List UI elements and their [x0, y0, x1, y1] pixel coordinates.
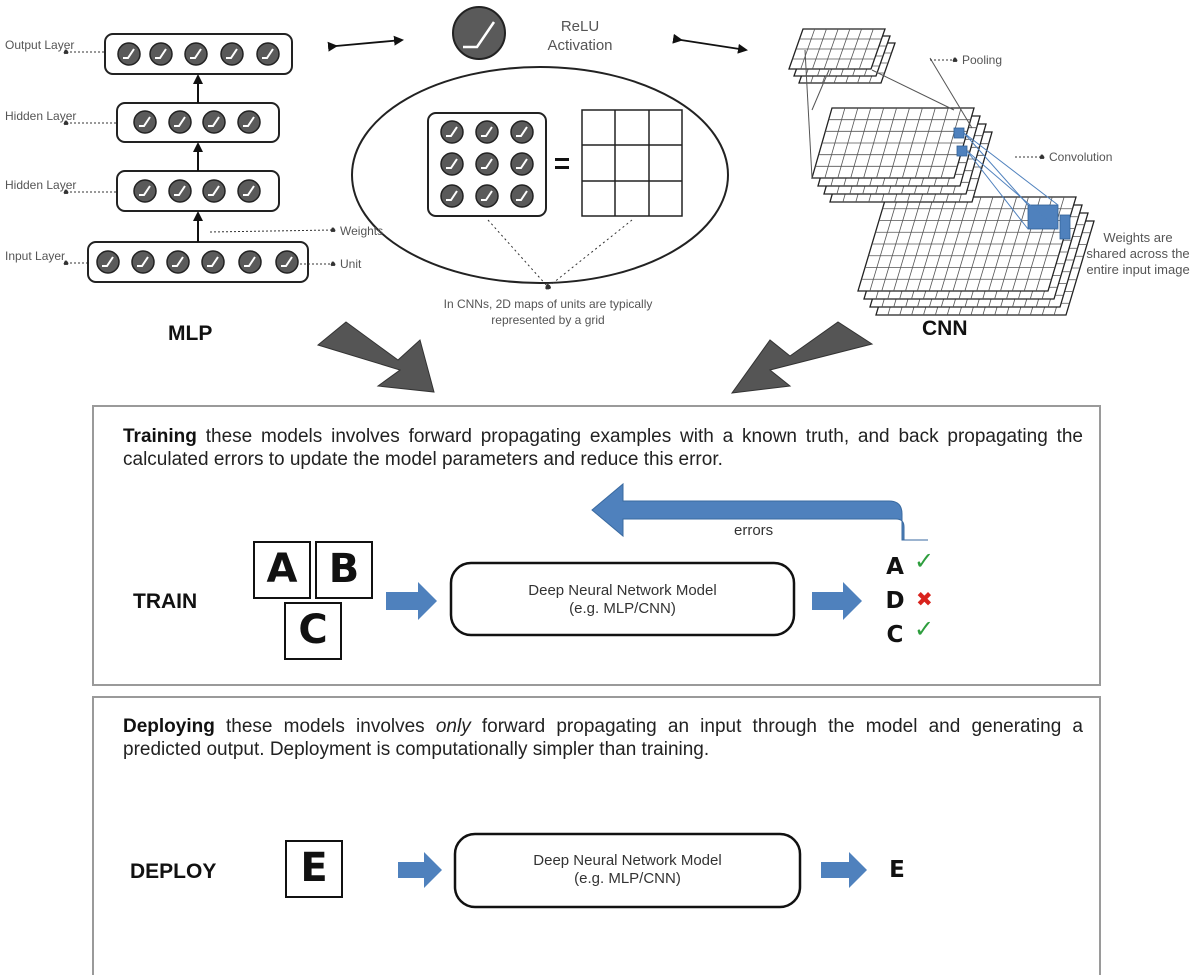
- deploy-heading-mid1: these models involves: [214, 716, 436, 737]
- deploy-model-box: [453, 832, 802, 909]
- cnn-conv-map: [811, 107, 975, 179]
- train-output-letter-2: D: [885, 588, 905, 614]
- train-model-text: Deep Neural Network Model (e.g. MLP/CNN): [451, 582, 794, 618]
- train-in-arrow: [386, 582, 437, 620]
- cnn-projection-line: [963, 132, 1059, 206]
- correct-check-icon: ✓: [914, 616, 935, 643]
- wrong-cross-icon: ✖: [916, 589, 933, 611]
- cnn-projection-line: [966, 150, 1029, 230]
- cnn-drawing: [788, 28, 1095, 316]
- deploy-in-arrow: [398, 852, 442, 888]
- cnn-projection-line: [811, 69, 830, 111]
- deploy-out-arrow: [821, 852, 867, 888]
- train-input-box-a: [253, 541, 311, 599]
- relu-label: ReLU Activation: [547, 18, 613, 54]
- weights-label: Weights: [340, 224, 384, 238]
- mlp-title: MLP: [168, 322, 213, 345]
- train-model-line1: Deep Neural Network Model: [528, 582, 717, 599]
- cnn-projection-line: [804, 49, 813, 179]
- deploy-model-line1: Deep Neural Network Model: [533, 852, 722, 869]
- deploy-label: DEPLOY: [130, 860, 217, 883]
- deploy-heading-italic: only: [435, 716, 471, 737]
- big-gray-arrows: [316, 321, 874, 394]
- train-model-box: [449, 561, 796, 637]
- cnn-title: CNN: [922, 317, 968, 340]
- deploy-output-e: E: [889, 857, 905, 883]
- cnn-pool-map: [788, 28, 886, 70]
- unit-label: Unit: [340, 257, 362, 271]
- hidden-layer-label-2: Hidden Layer: [5, 178, 77, 192]
- train-heading-bold: Training: [123, 426, 197, 447]
- train-input-b: B: [328, 546, 360, 592]
- deploy-heading-bold: Deploying: [123, 716, 215, 737]
- mlp-hidden-layer-2: [116, 170, 280, 212]
- cnn-leader-lines: [930, 57, 1045, 160]
- input-kernel-cells: [1059, 214, 1071, 240]
- mlp-output-layer: [104, 33, 293, 75]
- train-input-c: C: [298, 607, 328, 653]
- deploy-model-line2: (e.g. MLP/CNN): [574, 870, 681, 887]
- train-input-a: A: [266, 546, 298, 592]
- cnn-projection-line: [966, 150, 1059, 230]
- mlp-leader-lines: [63, 49, 336, 267]
- train-input-box-b: [315, 541, 373, 599]
- input-layer-label: Input Layer: [5, 249, 66, 263]
- deploy-description: Deploying these models involves only for…: [123, 715, 1083, 761]
- grid-analogy-ellipse: [351, 66, 729, 290]
- mlp-input-layer: [87, 241, 309, 283]
- double-arrows: [327, 33, 748, 54]
- relu-activation-icon: [452, 6, 506, 60]
- conv-highlight-cell: [953, 127, 965, 139]
- cnn-projection-line: [929, 57, 973, 129]
- train-label: TRAIN: [133, 590, 198, 613]
- cnn-projection-line: [871, 69, 955, 111]
- deploy-heading-mid2: forward propagating an input through the…: [123, 716, 1083, 760]
- cnn-projection-line: [963, 132, 1029, 206]
- train-output-letter-1: A: [886, 554, 904, 580]
- train-input-box-c: [284, 602, 342, 660]
- deploy-model-text: Deep Neural Network Model (e.g. MLP/CNN): [455, 852, 800, 888]
- correct-check-icon: ✓: [914, 548, 935, 575]
- train-heading-rest: these models involves forward propagatin…: [123, 426, 1083, 470]
- pooling-label: Pooling: [962, 53, 1003, 67]
- deploy-input-box: [285, 840, 343, 898]
- deploy-input-e: E: [300, 845, 328, 891]
- weights-shared-note: Weights are shared across the entire inp…: [1086, 230, 1190, 277]
- errors-label: errors: [734, 522, 774, 539]
- hidden-layer-label-1: Hidden Layer: [5, 109, 77, 123]
- conv-highlight-cell: [956, 145, 968, 157]
- train-model-line2: (e.g. MLP/CNN): [569, 600, 676, 617]
- train-description: Training these models involves forward p…: [123, 425, 1083, 471]
- train-out-arrow: [812, 582, 862, 620]
- grid-note: In CNNs, 2D maps of units are typically …: [443, 297, 653, 327]
- train-output-letter-3: C: [886, 622, 904, 648]
- mlp-hidden-layer-1: [116, 102, 280, 143]
- output-layer-label: Output Layer: [5, 38, 75, 52]
- errors-feedback-arrow: [591, 482, 928, 541]
- convolution-label: Convolution: [1049, 150, 1113, 164]
